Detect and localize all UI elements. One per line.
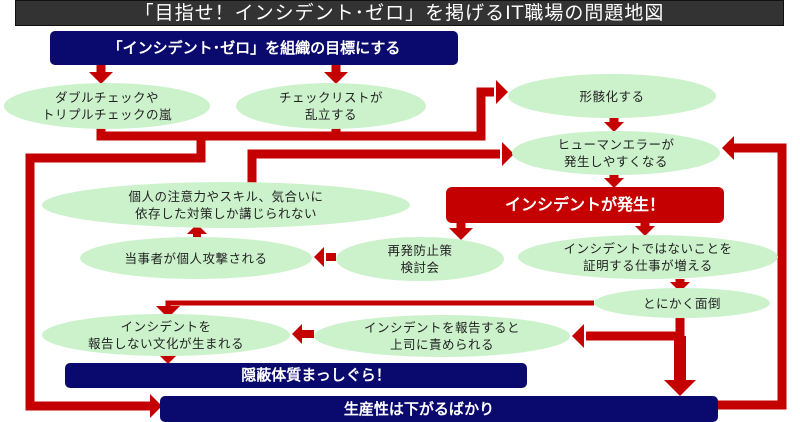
to-human-error-left-arrowhead xyxy=(502,142,514,166)
oval-text-line: チェックリストが xyxy=(278,90,383,105)
productivity-box: 生産性は下がるばかり xyxy=(160,396,718,422)
right-rail-to-human-error-arrowhead xyxy=(722,136,734,160)
oval-text-line: インシデントを報告すると xyxy=(363,320,520,335)
oval-text-line: ダブルチェックや xyxy=(54,90,159,105)
to-formality-arrowhead xyxy=(496,80,508,104)
prevention-to-attack-arrowhead xyxy=(314,247,324,267)
to-productivity-left-arrowhead xyxy=(150,394,162,418)
connector-double-check-down xyxy=(96,128,341,141)
oval-personal-attack: 当事者が個人攻撃される xyxy=(80,237,312,279)
incident-to-prove-arrowhead xyxy=(635,226,655,236)
goal-to-checklists-arrowhead xyxy=(324,72,348,84)
formality-to-human-error-arrowhead xyxy=(604,122,624,132)
oval-human-error: ヒューマンエラーが 発生しやすくなる xyxy=(512,131,720,175)
oval-double-check: ダブルチェックや トリプルチェックの嵐 xyxy=(4,83,210,129)
oval-text-line: ヒューマンエラーが xyxy=(557,137,675,152)
prove-to-troublesome-arrowhead xyxy=(670,282,690,292)
oval-reported-blamed: インシデントを報告すると 上司に責められる xyxy=(314,315,570,357)
oval-troublesome: とにかく面倒 xyxy=(594,288,770,318)
connector-to-left-rail xyxy=(25,136,206,411)
oval-text-line: 乱立する xyxy=(304,107,357,122)
human-error-to-incident-arrowhead xyxy=(604,178,624,188)
troublesome-to-productivity-arrowhead xyxy=(664,380,696,396)
oval-text-line: インシデントではないことを xyxy=(563,241,733,256)
oval-text-line: 個人の注意力やスキル、気合いに xyxy=(128,189,324,204)
troublesome-to-no-report-arrowhead xyxy=(156,306,180,318)
oval-text-line: トリプルチェックの嵐 xyxy=(41,107,172,122)
oval-prevention-meeting: 再発防止策 検討会 xyxy=(336,237,504,281)
oval-text-line: 報告しない文化が生まれる xyxy=(87,336,244,351)
oval-text-line: 検討会 xyxy=(400,260,440,275)
attack-to-individual-arrowhead xyxy=(187,224,207,234)
goal-box: 「インシデント･ゼロ」を組織の目標にする xyxy=(50,31,458,65)
oval-text-line: 形骸化する xyxy=(579,88,645,104)
oval-prove-work: インシデントではないことを 証明する仕事が増える xyxy=(518,235,778,279)
blamed-to-no-report-arrowhead xyxy=(292,324,302,344)
oval-text-line: 再発防止策 xyxy=(387,243,453,258)
oval-formality: 形骸化する xyxy=(508,74,716,118)
oval-text-line: 発生しやすくなる xyxy=(564,154,668,169)
connector-productivity-right-rail xyxy=(718,143,787,410)
oval-text-line: 依存した対策しか講じられない xyxy=(134,206,317,221)
diagram-title: 「目指せ！インシデント･ゼロ」を掲げるIT職場の問題地図 xyxy=(15,0,784,26)
oval-checklists: チェックリストが 乱立する xyxy=(236,83,426,129)
incident-box: インシデントが発生！ xyxy=(446,187,724,223)
connector-checklists-up-right xyxy=(336,87,494,141)
connector-troublesome-to-blamed xyxy=(586,318,685,341)
incident-to-prevention-arrowhead xyxy=(449,228,473,240)
concealment-box: 隠蔽体質まっしぐら！ xyxy=(65,363,527,388)
oval-text-line: インシデントを xyxy=(120,319,212,334)
troublesome-to-blamed-arrowhead xyxy=(572,324,584,348)
oval-individual-dependence: 個人の注意力やスキル、気合いに 依存した対策しか講じられない xyxy=(42,182,410,228)
connector-individual-to-human-error xyxy=(247,149,500,184)
oval-text-line: 証明する仕事が増える xyxy=(583,258,713,273)
connector-troublesome-to-no-report xyxy=(165,300,594,308)
oval-no-report-culture: インシデントを 報告しない文化が生まれる xyxy=(42,314,290,356)
oval-text-line: 上司に責められる xyxy=(389,337,494,352)
goal-to-double-check-arrowhead xyxy=(89,72,113,84)
oval-text-line: 当事者が個人攻撃される xyxy=(124,250,268,266)
oval-text-line: とにかく面倒 xyxy=(642,295,721,311)
